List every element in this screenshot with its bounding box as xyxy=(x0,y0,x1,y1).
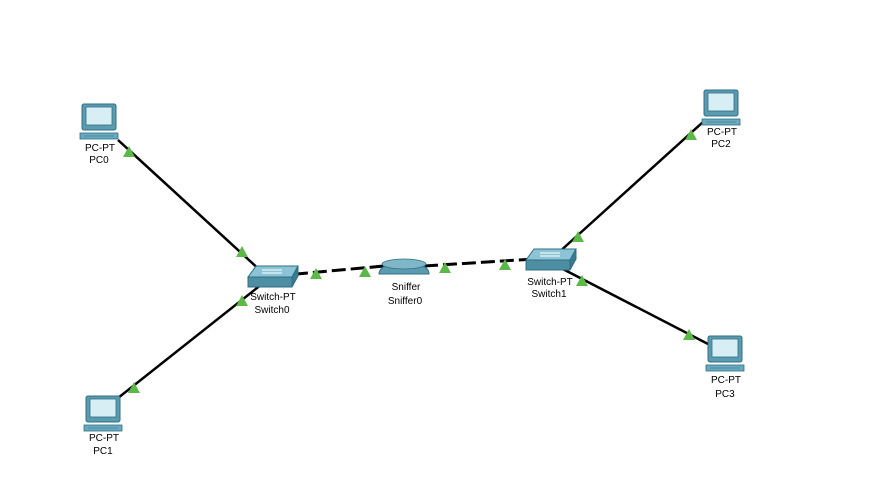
link-up-indicator xyxy=(236,295,248,306)
switch-icon xyxy=(525,248,577,271)
device-switch0[interactable]: Switch-PT Switch0 xyxy=(247,265,299,316)
link-up-indicator xyxy=(685,129,697,140)
device-name-label: PC0 xyxy=(89,155,109,166)
link-sniffer0-switch1[interactable] xyxy=(423,257,535,268)
link-up-indicator xyxy=(439,262,451,273)
link-up-indicator xyxy=(128,382,140,393)
device-sniffer0[interactable]: Sniffer Sniffer0 xyxy=(378,258,430,307)
device-pc2[interactable]: PC-PT PC2 xyxy=(701,89,741,150)
device-name-label: PC1 xyxy=(93,446,113,457)
device-name-label: PC3 xyxy=(715,389,735,400)
pc-icon xyxy=(705,335,745,372)
device-model-label: PC-PT xyxy=(85,143,115,154)
device-model-label: PC-PT xyxy=(707,127,737,138)
link-up-indicator xyxy=(359,266,371,277)
device-model-label: Switch-PT xyxy=(250,292,296,303)
device-pc1[interactable]: PC-PT PC1 xyxy=(83,395,123,457)
device-name-label: Sniffer0 xyxy=(388,296,423,307)
device-name-label: Switch0 xyxy=(254,305,289,316)
link-up-indicator xyxy=(683,329,695,340)
link-up-indicator xyxy=(310,268,322,279)
link-up-indicator xyxy=(123,146,135,157)
link-up-indicator xyxy=(576,275,588,286)
device-model-label: Switch-PT xyxy=(527,277,573,288)
pc-icon xyxy=(701,89,741,126)
link-pc2-switch1[interactable] xyxy=(556,121,704,255)
link-up-indicator xyxy=(499,259,511,270)
device-name-label: PC2 xyxy=(711,139,731,150)
link-pc0-switch0[interactable] xyxy=(117,139,263,273)
pc-icon xyxy=(83,395,123,432)
device-pc0[interactable]: PC-PT PC0 xyxy=(79,103,119,166)
device-model-label: PC-PT xyxy=(711,375,741,386)
switch-icon xyxy=(247,265,299,288)
device-name-label: Switch1 xyxy=(531,289,566,300)
sniffer-icon xyxy=(378,258,430,275)
link-status-indicators xyxy=(123,129,697,393)
device-model-label: PC-PT xyxy=(89,433,119,444)
link-up-indicator xyxy=(572,231,584,242)
link-up-indicator xyxy=(236,246,248,257)
device-pc3[interactable]: PC-PT PC3 xyxy=(705,335,745,400)
device-model-label: Sniffer xyxy=(392,282,421,293)
device-switch1[interactable]: Switch-PT Switch1 xyxy=(525,248,577,300)
pc-icon xyxy=(79,103,119,140)
